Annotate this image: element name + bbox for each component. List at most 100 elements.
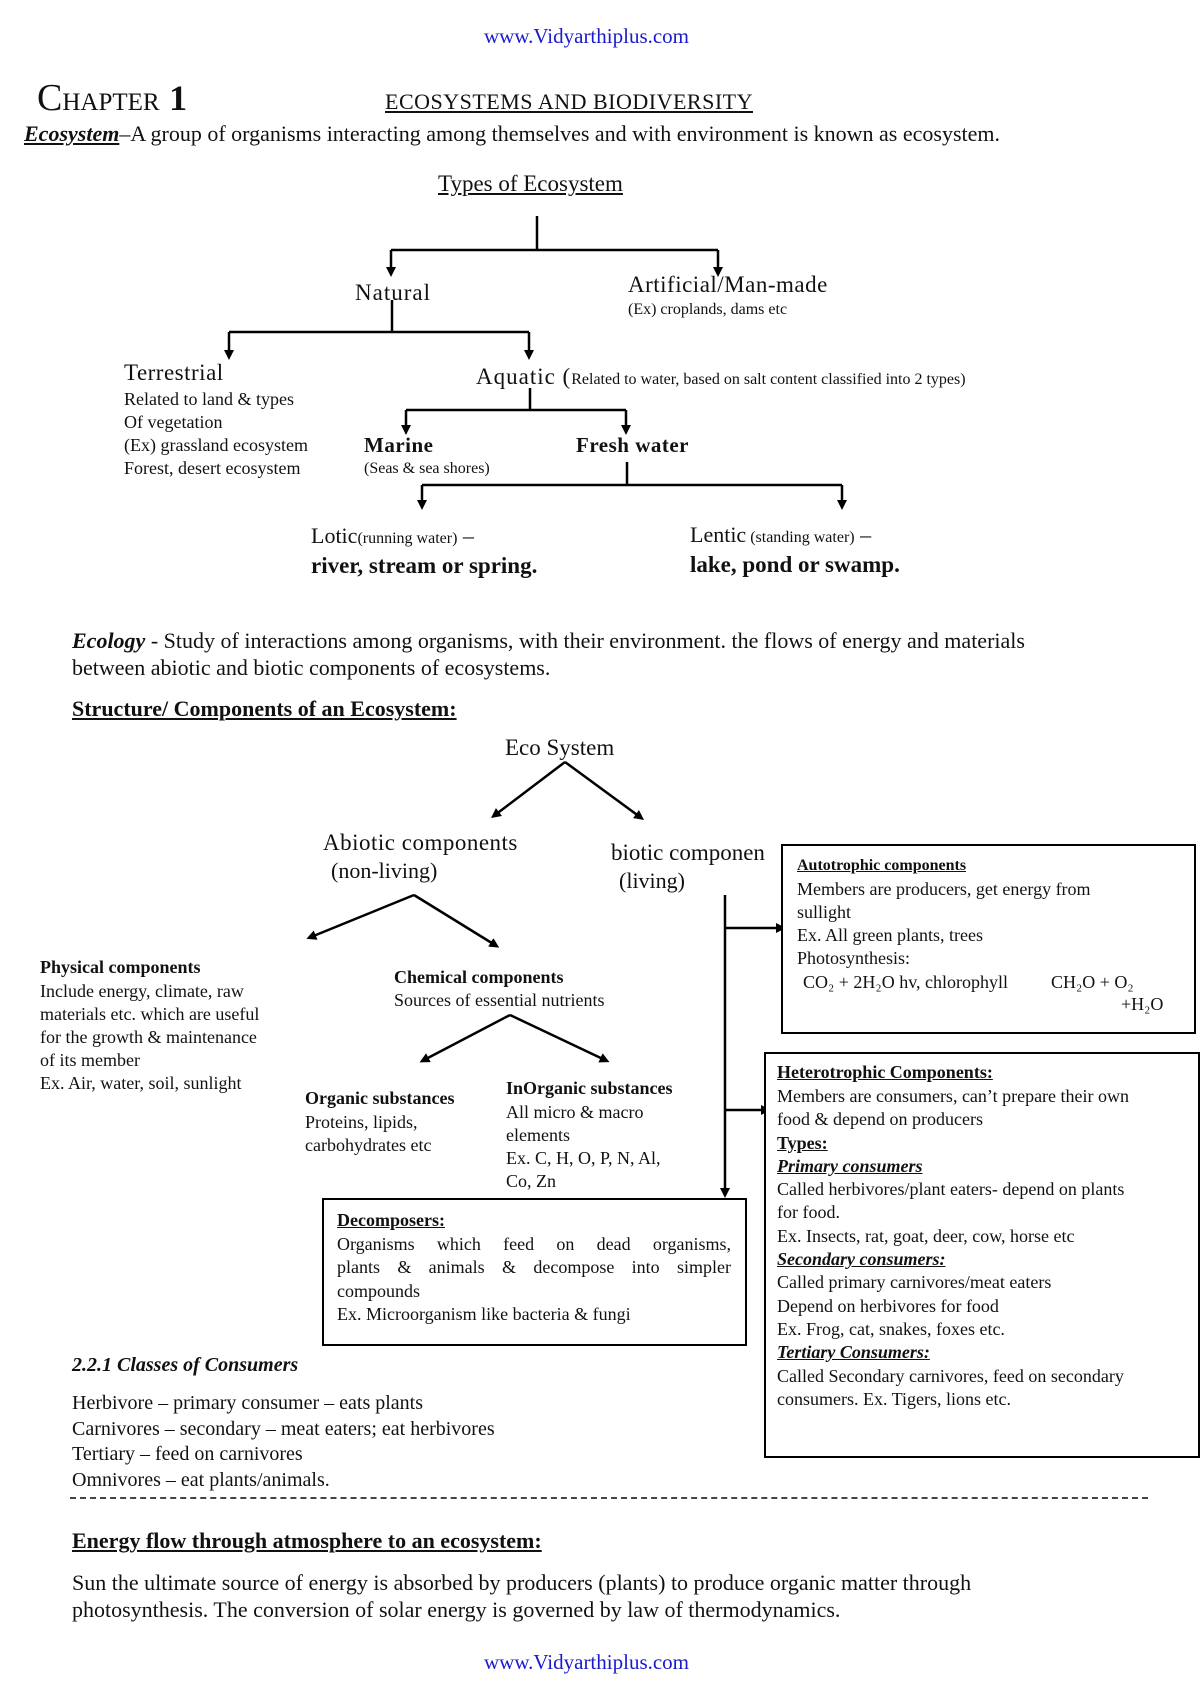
lentic-title: Lentic — [690, 522, 747, 547]
tertiary-line: Called Secondary carnivores, feed on sec… — [777, 1365, 1124, 1386]
terrestrial-description: Related to land & types Of vegetation (E… — [124, 388, 308, 480]
lentic-dash: – — [854, 522, 872, 547]
marine-note: (Seas & sea shores) — [364, 460, 490, 477]
classes-line: Carnivores – secondary – meat eaters; ea… — [72, 1417, 495, 1440]
lotic-dash: – — [457, 523, 474, 548]
physical-line: Ex. Air, water, soil, sunlight — [40, 1073, 242, 1093]
primary-line: Ex. Insects, rat, goat, deer, cow, horse… — [777, 1225, 1075, 1246]
terrestrial-label: Terrestrial — [124, 360, 224, 385]
secondary-line: Ex. Frog, cat, snakes, foxes etc. — [777, 1318, 1005, 1339]
natural-label: Natural — [355, 280, 431, 305]
arrow-inorganic — [509, 1013, 610, 1063]
arrow-abiotic — [491, 761, 566, 819]
terrestrial-line: Of vegetation — [124, 412, 223, 432]
artificial-example: (Ex) croplands, dams etc — [628, 301, 788, 318]
autotrophic-description: Members are producers, get energy from s… — [797, 878, 1091, 970]
biotic-sub: (living) — [619, 868, 685, 893]
ecology-text-line2: between abiotic and biotic components of… — [72, 655, 551, 680]
lotic-label: Lotic(running water) – — [311, 523, 474, 549]
page-title: ECOSYSTEMS AND BIODIVERSITY — [385, 89, 753, 114]
chapter-word: HAPTER — [62, 89, 160, 116]
classes-line: Tertiary – feed on carnivores — [72, 1443, 303, 1465]
physical-line: Include energy, climate, raw — [40, 981, 244, 1001]
ecology-text: - Study of interactions among organisms,… — [145, 628, 1025, 653]
inorganic-line: Ex. C, H, O, P, N, Al, — [506, 1148, 661, 1168]
ecosystem-term: Ecosystem — [24, 121, 120, 146]
ecology-term: Ecology — [72, 628, 146, 653]
decomposers-line: plants & animals & decompose into simple… — [337, 1257, 731, 1278]
arrow-chemical — [413, 893, 500, 948]
ecosystem-sep: – — [119, 121, 131, 146]
classes-line: Omnivores – eat plants/animals. — [72, 1468, 330, 1491]
energy-line: photosynthesis. The conversion of solar … — [72, 1597, 841, 1622]
lentic-label: Lentic (standing water) – — [690, 522, 871, 548]
energy-line: Sun the ultimate source of energy is abs… — [72, 1570, 972, 1595]
organic-line: carbohydrates etc — [305, 1135, 432, 1155]
footer-link[interactable]: www.Vidyarthiplus.com — [484, 1650, 690, 1674]
classes-list: Herbivore – primary consumer – eats plan… — [72, 1391, 495, 1493]
heterotrophic-box: Heterotrophic Components: Members are co… — [764, 1052, 1200, 1458]
physical-title: Physical components — [40, 957, 201, 977]
decomposers-line: Organisms which feed on dead organisms, — [337, 1234, 731, 1254]
fresh-water-label: Fresh water — [576, 433, 689, 457]
dashed-separator — [70, 1497, 1148, 1499]
inorganic-line: Co, Zn — [506, 1171, 557, 1191]
inorganic-title: InOrganic substances — [506, 1078, 673, 1098]
physical-line: for the growth & maintenance — [40, 1027, 257, 1047]
ecosystem-definition: Ecosystem–A group of organisms interacti… — [24, 121, 1000, 147]
terrestrial-line: (Ex) grassland ecosystem — [124, 435, 308, 455]
marine-label: Marine — [364, 433, 434, 457]
chapter-number: 1 — [169, 78, 188, 118]
secondary-line: Called primary carnivores/meat eaters — [777, 1272, 1052, 1293]
heterotrophic-title: Heterotrophic Components: — [777, 1062, 993, 1082]
abiotic-label: Abiotic components — [323, 830, 518, 855]
types-label: Types: — [777, 1132, 828, 1153]
header-link[interactable]: www.Vidyarthiplus.com — [484, 24, 690, 48]
energy-heading: Energy flow through atmosphere to an eco… — [72, 1528, 542, 1553]
terrestrial-line: Forest, desert ecosystem — [124, 458, 301, 478]
decomposers-description: Organisms which feed on dead organisms, … — [337, 1233, 731, 1326]
physical-line: materials etc. which are useful — [40, 1004, 260, 1024]
secondary-consumers-label: Secondary consumers: — [777, 1249, 946, 1270]
physical-line: of its member — [40, 1050, 140, 1070]
eco-system-label: Eco System — [505, 735, 615, 760]
autotrophic-line: Photosynthesis: — [797, 948, 911, 968]
lotic-note: (running water) — [357, 530, 458, 547]
autotrophic-line: Ex. All green plants, trees — [797, 925, 983, 945]
ecology-definition: Ecology - Study of interactions among or… — [72, 628, 1025, 654]
chemical-title: Chemical components — [394, 967, 564, 987]
inorganic-line: All micro & macro — [506, 1102, 644, 1122]
aquatic-label: Aquatic (Related to water, based on salt… — [476, 364, 966, 390]
heterotrophic-line: Members are consumers, can’t prepare the… — [777, 1086, 1130, 1106]
decomposers-title: Decomposers: — [337, 1210, 445, 1230]
heterotrophic-line: food & depend on producers — [777, 1109, 983, 1130]
organic-title: Organic substances — [305, 1088, 455, 1108]
lentic-note: (standing water) — [746, 529, 855, 546]
autotrophic-box: Autotrophic components Members are produ… — [781, 844, 1196, 1034]
types-heading: Types of Ecosystem — [438, 171, 623, 196]
structure-heading: Structure/ Components of an Ecosystem: — [72, 696, 457, 721]
autotrophic-line: Members are producers, get energy from — [797, 879, 1091, 899]
photosynthesis-equation-right2: +H₂O — [1121, 994, 1164, 1014]
arrow-physical — [306, 893, 415, 940]
heterotrophic-description: Members are consumers, can’t prepare the… — [777, 1085, 1189, 1411]
primary-line: for food. — [777, 1202, 840, 1223]
photosynthesis-equation-left: CO₂ + 2H₂O hv, chlorophyll — [803, 972, 1009, 992]
physical-description: Include energy, climate, raw materials e… — [40, 980, 296, 1095]
inorganic-line: elements — [506, 1125, 570, 1145]
artificial-label: Artificial/Man-made — [628, 272, 828, 297]
aquatic-title: Aquatic ( — [476, 364, 572, 389]
photosynthesis-equation-right: CH₂O + O₂ — [1051, 972, 1134, 992]
arrow-biotic — [564, 760, 645, 820]
inorganic-description: All micro & macro elements Ex. C, H, O, … — [506, 1101, 661, 1193]
organic-description: Proteins, lipids, carbohydrates etc — [305, 1111, 431, 1157]
lentic-examples: lake, pond or swamp. — [690, 552, 900, 577]
classes-line: Herbivore – primary consumer – eats plan… — [72, 1392, 424, 1414]
autotrophic-line: sullight — [797, 902, 852, 922]
classes-heading: 2.2.1 Classes of Consumers — [72, 1354, 299, 1376]
abiotic-sub: (non-living) — [331, 858, 438, 883]
energy-text: Sun the ultimate source of energy is abs… — [72, 1569, 971, 1623]
decomposers-box: Decomposers: Organisms which feed on dea… — [322, 1198, 747, 1346]
ecosystem-text: A group of organisms interacting among t… — [130, 121, 1000, 146]
